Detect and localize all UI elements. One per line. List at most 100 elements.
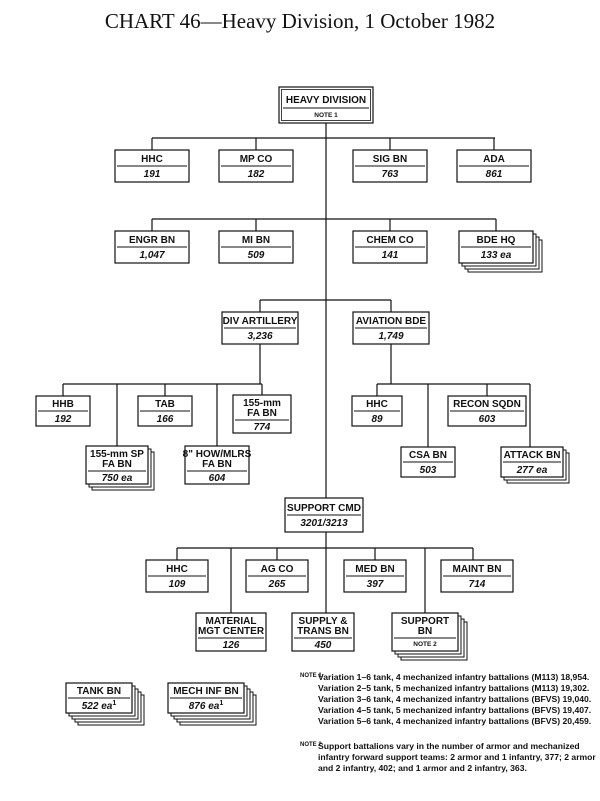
note-2-line: infantry forward support teams: 2 armor … <box>318 752 596 762</box>
unit-box-recon: RECON SQDN 603 <box>447 395 527 427</box>
unit-label: ATTACK BN <box>504 450 561 461</box>
unit-strength: 109 <box>169 579 186 590</box>
footnote-marker: 1 <box>112 700 116 707</box>
unit-strength: 774 <box>254 422 271 433</box>
unit-strength: 750 ea <box>102 473 133 484</box>
unit-label: SIG BN <box>373 154 407 165</box>
unit-strength: 763 <box>382 169 399 180</box>
unit-note: NOTE 2 <box>413 641 437 648</box>
unit-strength: 133 ea <box>481 250 512 261</box>
unit-label: HHC <box>166 564 188 575</box>
unit-strength: 603 <box>479 414 496 425</box>
unit-box-frame <box>85 445 149 485</box>
note-1-label: NOTE 1 <box>300 673 322 679</box>
unit-label: TAB <box>155 399 175 410</box>
unit-strength: 182 <box>248 169 265 180</box>
unit-label: DIV ARTILLERY <box>223 316 298 327</box>
unit-label: HHB <box>52 399 74 410</box>
unit-label: BDE HQ <box>477 235 516 246</box>
note-2-line: and 2 infantry, 402; and 1 armor and 2 i… <box>318 763 527 773</box>
unit-label: TANK BN <box>77 686 121 697</box>
note-1: NOTE 1 Variation 1–6 tank, 4 mechanized … <box>300 672 596 732</box>
unit-strength: 509 <box>248 250 265 261</box>
unit-label: FA BN <box>102 459 132 470</box>
unit-strength: 450 <box>314 640 332 651</box>
unit-box-sig: SIG BN 763 <box>352 149 428 183</box>
unit-strength: 876 ea1 <box>189 700 224 712</box>
unit-strength: 1,047 <box>139 250 164 261</box>
unit-strength: 861 <box>486 169 503 180</box>
unit-box-divarty: DIV ARTILLERY 3,236 <box>221 311 299 345</box>
unit-label: FA BN <box>247 408 277 419</box>
unit-box-frame <box>184 445 250 485</box>
note-1-line: Variation 2–5 tank, 5 mechanized infantr… <box>318 683 590 693</box>
unit-box-mech: MECH INF BN 876 ea1 <box>167 682 257 726</box>
unit-note: NOTE 1 <box>314 112 338 119</box>
unit-label: MGT CENTER <box>198 626 265 637</box>
unit-strength: 714 <box>469 579 486 590</box>
unit-strength: 3201/3213 <box>300 518 348 529</box>
unit-strength: 1,749 <box>378 331 403 342</box>
unit-label: MAINT BN <box>453 564 502 575</box>
unit-label: MED BN <box>355 564 394 575</box>
unit-strength: 503 <box>420 465 437 476</box>
unit-strength: 141 <box>382 250 399 261</box>
unit-box-inner-frame <box>281 89 371 121</box>
unit-label: AG CO <box>261 564 294 575</box>
unit-label: MECH INF BN <box>173 686 239 697</box>
unit-label: MATERIAL <box>206 616 257 627</box>
unit-box-ada: ADA 861 <box>456 149 532 183</box>
unit-box-supcmd: SUPPORT CMD 3201/3213 <box>284 497 364 533</box>
unit-box-bdehq: BDE HQ 133 ea <box>458 230 543 273</box>
unit-strength: 604 <box>209 473 226 484</box>
unit-label: MI BN <box>242 235 270 246</box>
note-2-body: Support battalions vary in the number of… <box>318 741 596 774</box>
unit-strength: 126 <box>223 640 240 651</box>
unit-strength: 191 <box>144 169 161 180</box>
note-1-line: Variation 5–6 tank, 4 mechanized infantr… <box>318 716 592 726</box>
unit-box-suphhc: HHC 109 <box>145 559 209 593</box>
note-2: NOTE 2 Support battalions vary in the nu… <box>300 741 596 781</box>
unit-strength: 397 <box>367 579 384 590</box>
unit-strength: 277 ea <box>516 465 548 476</box>
unit-box-frame <box>291 612 355 652</box>
unit-box-frame <box>391 612 459 652</box>
unit-label: SUPPORT CMD <box>287 503 361 514</box>
unit-strength: 522 ea1 <box>82 700 117 712</box>
unit-label: BN <box>418 626 432 637</box>
unit-box-med: MED BN 397 <box>343 559 407 593</box>
note-1-body: Variation 1–6 tank, 4 mechanized infantr… <box>318 672 591 727</box>
unit-box-attack: ATTACK BN 277 ea <box>500 446 570 484</box>
unit-box-engr: ENGR BN 1,047 <box>114 230 190 264</box>
unit-box-chem: CHEM CO 141 <box>352 230 428 264</box>
note-1-line: Variation 4–5 tank, 5 mechanized infantr… <box>318 705 592 715</box>
footnote-marker: 1 <box>219 700 223 707</box>
unit-label: FA BN <box>202 459 232 470</box>
unit-label: ADA <box>483 154 505 165</box>
unit-label: CHEM CO <box>366 235 413 246</box>
unit-box-mi: MI BN 509 <box>218 230 294 264</box>
chart-title: CHART 46—Heavy Division, 1 October 1982 <box>104 9 496 33</box>
unit-strength: 3,236 <box>247 331 272 342</box>
unit-strength: 89 <box>371 414 383 425</box>
unit-strength: 166 <box>157 414 174 425</box>
unit-label: ENGR BN <box>129 235 175 246</box>
unit-box-frame <box>232 394 292 434</box>
note-1-line: Variation 1–6 tank, 4 mechanized infantr… <box>318 672 590 682</box>
note-2-line: Support battalions vary in the number of… <box>318 741 580 751</box>
unit-label: RECON SQDN <box>453 399 521 410</box>
